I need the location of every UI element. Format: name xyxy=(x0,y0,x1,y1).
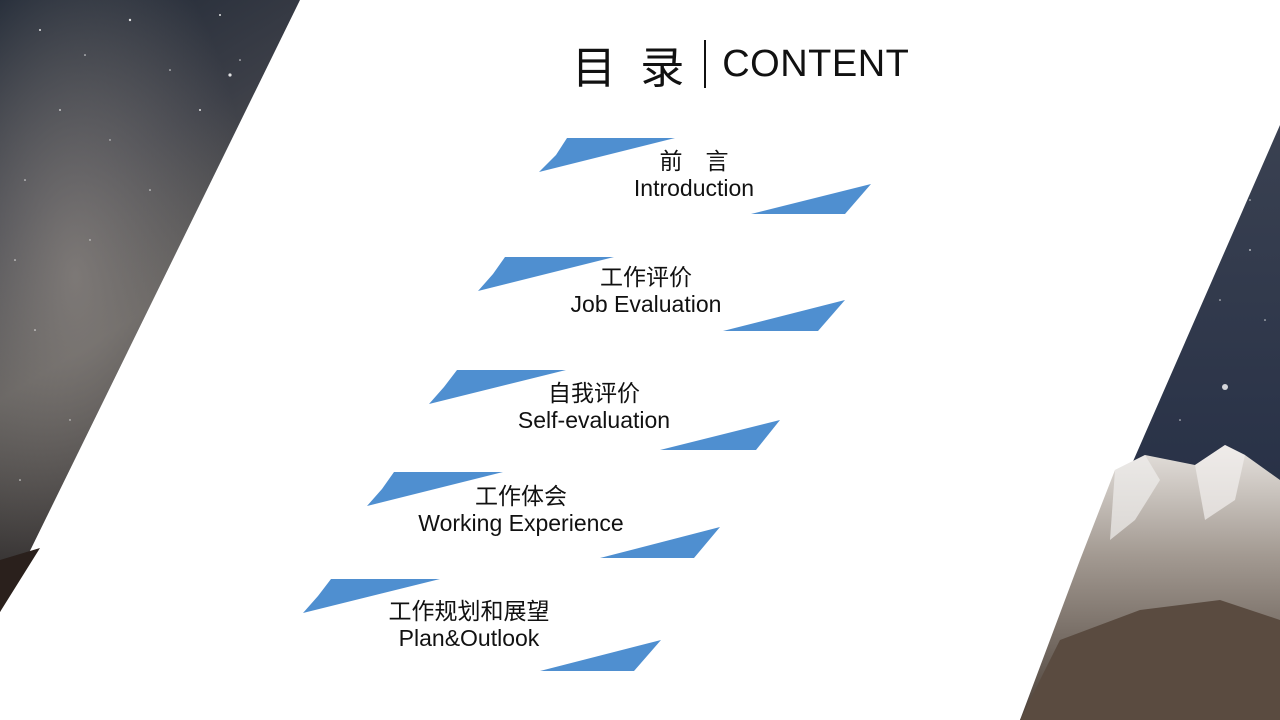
accent-shape-lower xyxy=(600,527,720,558)
toc-item-working-experience[interactable]: 工作体会 Working Experience xyxy=(371,483,671,537)
toc-item-title-en: Introduction xyxy=(633,175,755,202)
title-english: CONTENT xyxy=(722,42,910,85)
accent-shape-upper xyxy=(539,138,675,172)
accent-shape-upper xyxy=(367,472,503,506)
night-sky-image xyxy=(0,0,300,612)
accent-shape-upper xyxy=(303,579,440,613)
accent-shape-lower xyxy=(751,184,871,214)
toc-item-title-en: Working Experience xyxy=(418,510,624,537)
accent-shape-upper xyxy=(478,257,614,291)
toc-item-title-cn: 工作体会 xyxy=(475,483,567,509)
mountain-image xyxy=(1020,125,1280,720)
toc-item-self-evaluation[interactable]: 自我评价 Self-evaluation xyxy=(444,380,744,434)
toc-item-plan-outlook[interactable]: 工作规划和展望 Plan&Outlook xyxy=(319,598,619,652)
title-divider xyxy=(704,40,707,88)
accent-shape-upper xyxy=(429,370,566,404)
toc-item-title-cn: 前 言 xyxy=(659,148,729,174)
toc-item-title-cn: 工作评价 xyxy=(600,264,692,290)
title-chinese: 目 录 xyxy=(572,44,691,93)
accent-shape-lower xyxy=(660,420,780,450)
accent-shape-lower xyxy=(723,300,845,331)
toc-item-job-evaluation[interactable]: 工作评价 Job Evaluation xyxy=(496,264,796,318)
toc-item-title-en: Plan&Outlook xyxy=(398,625,540,652)
toc-item-title-en: Job Evaluation xyxy=(570,291,722,318)
accent-shape-lower xyxy=(540,640,661,671)
page-title: 目 录 CONTENT xyxy=(572,32,909,96)
toc-item-title-cn: 自我评价 xyxy=(548,380,640,406)
toc-item-title-en: Self-evaluation xyxy=(517,407,671,434)
toc-item-introduction[interactable]: 前 言 Introduction xyxy=(544,148,844,202)
toc-item-title-cn: 工作规划和展望 xyxy=(388,598,550,624)
